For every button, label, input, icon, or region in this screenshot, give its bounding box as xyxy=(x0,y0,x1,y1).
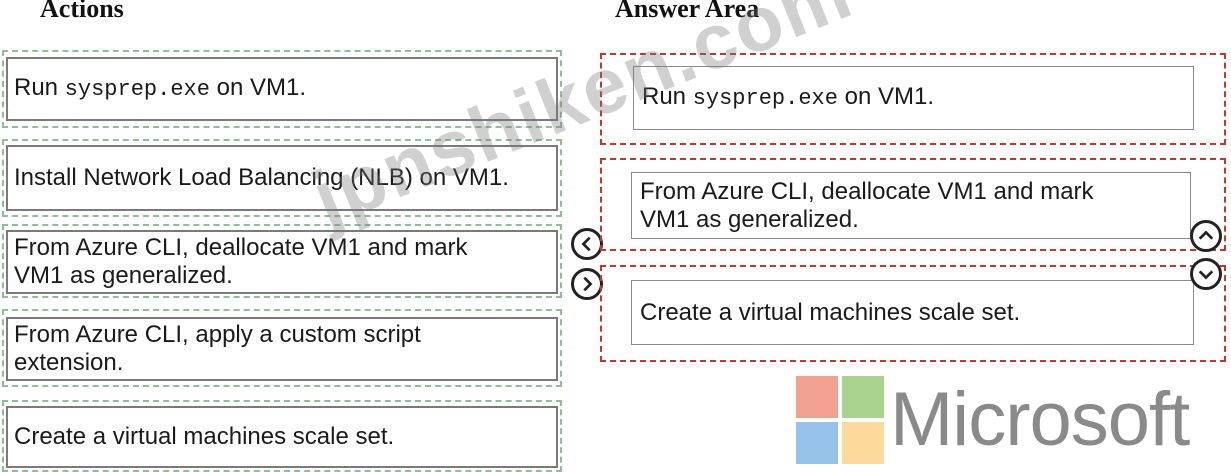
move-down-button[interactable] xyxy=(1190,258,1222,290)
answer-slot-3 xyxy=(600,265,1226,362)
arrow-up-icon xyxy=(1198,230,1214,240)
action-item-install-nlb[interactable]: Install Network Load Balancing (NLB) on … xyxy=(6,145,558,211)
logo-square-yellow xyxy=(842,422,884,464)
microsoft-wordmark: Microsoft xyxy=(890,377,1190,462)
answer-text: Create a virtual machines scale set. xyxy=(640,298,1021,326)
action-text: Run sysprep.exe on VM1. xyxy=(14,74,306,102)
logo-square-blue xyxy=(796,422,838,464)
action-slot xyxy=(2,309,562,387)
answer-slot-2 xyxy=(600,158,1226,251)
answer-item-scale-set[interactable]: Create a virtual machines scale set. xyxy=(631,280,1194,345)
move-left-button[interactable] xyxy=(571,228,603,260)
action-text: Create a virtual machines scale set. xyxy=(14,423,395,450)
action-slot xyxy=(2,139,562,217)
action-item-sysprep[interactable]: Run sysprep.exe on VM1. xyxy=(6,57,558,121)
arrow-down-icon xyxy=(1198,270,1214,280)
action-slot xyxy=(2,224,562,298)
answer-item-sysprep[interactable]: Run sysprep.exe on VM1. xyxy=(633,66,1194,130)
action-slot xyxy=(2,400,562,472)
answer-area-heading: Answer Area xyxy=(615,0,760,23)
arrow-right-icon xyxy=(583,276,593,292)
action-text: Install Network Load Balancing (NLB) on … xyxy=(14,164,509,191)
move-up-button[interactable] xyxy=(1190,220,1222,252)
answer-text: Run sysprep.exe on VM1. xyxy=(642,83,934,111)
actions-heading: Actions xyxy=(40,0,124,23)
microsoft-logo-icon xyxy=(796,376,884,464)
action-item-scale-set[interactable]: Create a virtual machines scale set. xyxy=(6,406,558,468)
logo-square-green xyxy=(842,376,884,418)
answer-slot-1 xyxy=(600,53,1226,145)
action-slot xyxy=(2,50,562,128)
logo-square-red xyxy=(796,376,838,418)
move-right-button[interactable] xyxy=(571,268,603,300)
arrow-left-icon xyxy=(581,236,591,252)
